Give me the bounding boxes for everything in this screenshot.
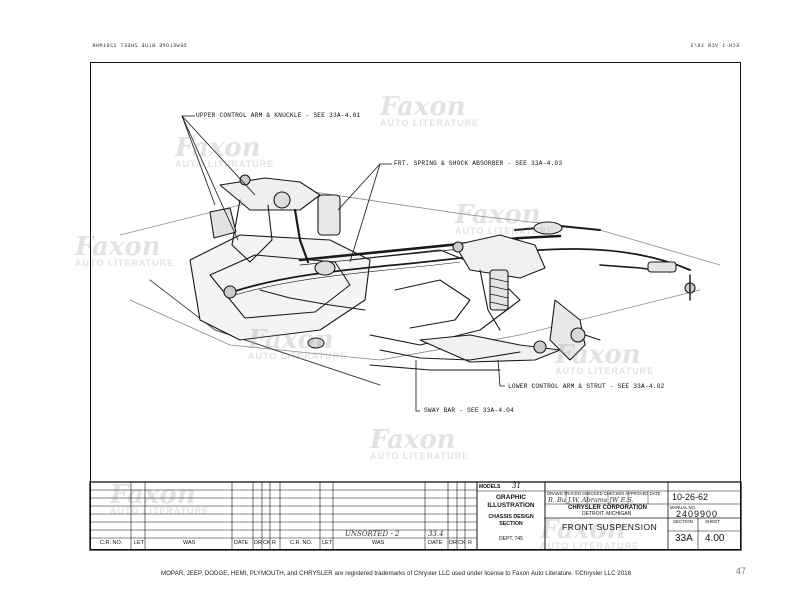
r-header: R xyxy=(272,540,276,546)
drawing-date: 10-26-62 xyxy=(672,492,709,502)
spring-shock-callout: FRT. SPRING & SHOCK ABSORBER - SEE 33A-4… xyxy=(394,160,563,167)
sheet-label: SHEET xyxy=(705,519,721,524)
dr-header-2: DR xyxy=(449,540,457,546)
drawn-row-header: DRAWN TRACED CHECKED CHECKED APPROVED DA… xyxy=(547,491,661,496)
manual-no: 2409900 xyxy=(676,509,719,519)
drawing-title: FRONT SUSPENSION xyxy=(562,522,658,532)
corporation-location: DETROIT, MICHIGAN xyxy=(582,511,632,517)
drawn-initials: R. Bu J.W. Abrams JW E.S. xyxy=(548,496,634,504)
date-header: DATE xyxy=(234,540,249,546)
corporation-name: CHRYSLER CORPORATION xyxy=(568,505,648,511)
was-header: WAS xyxy=(183,540,196,546)
ck-header: CK xyxy=(263,540,271,546)
was-header-2: WAS xyxy=(372,540,385,546)
date-header-2: DATE xyxy=(428,540,443,546)
chassis-design-section-label: CHASSIS DESIGN SECTION xyxy=(488,514,534,527)
dept-label: DEPT. 745 xyxy=(499,536,523,542)
cr-no-header-2: C.R. NO. xyxy=(290,540,313,546)
sheet-value: 4.00 xyxy=(705,533,725,544)
cr-no-header: C.R. NO. xyxy=(100,540,123,546)
handwritten-number: 33.4 xyxy=(428,530,444,538)
graphic-illustration-label: GRAPHIC ILLUSTRATION xyxy=(487,494,535,509)
r-header-2: R xyxy=(468,540,472,546)
let-header: LET xyxy=(134,540,145,546)
section-label: SECTION xyxy=(673,519,694,524)
handwritten-entry: UNSORTED - 2 xyxy=(345,530,400,538)
sway-bar-callout: SWAY BAR - SEE 33A-4.04 xyxy=(424,407,515,414)
page-number: 47 xyxy=(736,566,747,576)
manual-no-label: MANUAL NO. xyxy=(670,505,696,510)
section-value: 33A xyxy=(675,533,693,544)
lower-control-arm-callout: LOWER CONTROL ARM & STRUT - SEE 33A-4.02 xyxy=(508,383,665,390)
trademark-footer: MOPAR, JEEP, DODGE, HEMI, PLYMOUTH, and … xyxy=(160,570,632,577)
upper-control-arm-callout: UPPER CONTROL ARM & KNUCKLE - SEE 33A-4.… xyxy=(196,112,361,119)
models-label: MODELS xyxy=(479,484,501,490)
ck-header-2: CK xyxy=(458,540,466,546)
dr-header: DR xyxy=(254,540,262,546)
let-header-2: LET xyxy=(322,540,333,546)
models-value: 31 xyxy=(512,482,521,490)
